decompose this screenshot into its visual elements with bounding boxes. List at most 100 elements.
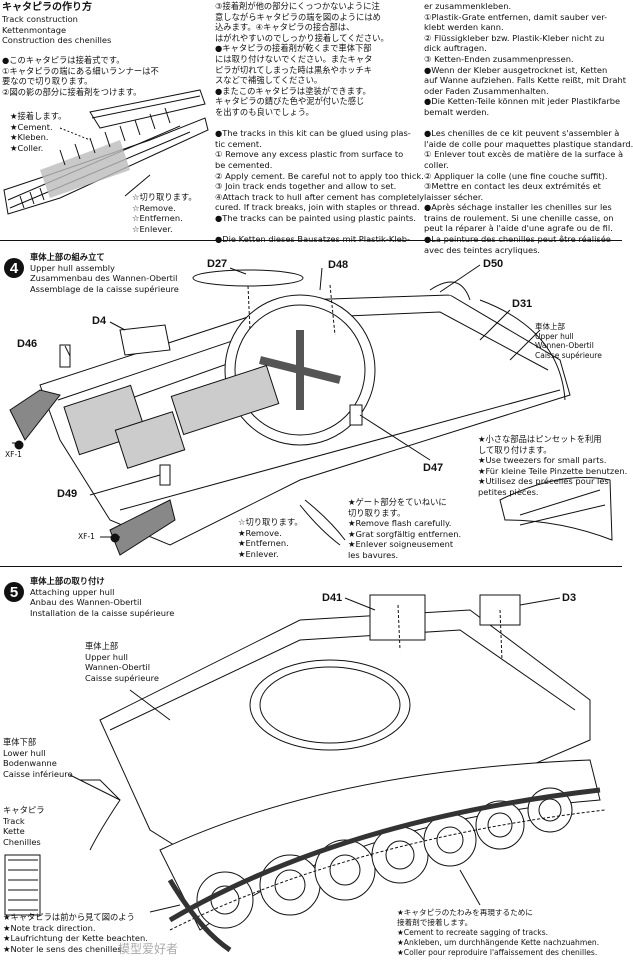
- step4-number: 4: [4, 258, 24, 278]
- label-line: Wannen-Obertil: [535, 341, 594, 350]
- label-line: キャタピラ: [3, 805, 45, 815]
- label-line: Kette: [3, 826, 25, 837]
- text-line: ③Mettre en contact les deux extrémités e…: [424, 181, 601, 192]
- text-line: ●Wenn der Kleber ausgetrocknet ist, Kett…: [424, 64, 608, 75]
- note-line: ②図の影の部分に接着剤をつけます。: [2, 86, 142, 97]
- step5-note-sagging: ★キャタピラのたわみを再現するために 接着剤で接着します。 ★Cement to…: [397, 908, 621, 958]
- callout-line: ★Remove flash carefully.: [348, 518, 452, 529]
- step4-hull-label: 車体上部 Upper hull Wannen-Obertil Caisse su…: [535, 322, 602, 360]
- text-line: ●The tracks in this kit can be glued usi…: [215, 128, 411, 139]
- part-label-d50: D50: [483, 258, 504, 270]
- track-col2: ③接着剤が他の部分にくっつかないように注意しながらキャタピラの端を図のようにはめ…: [215, 1, 425, 245]
- text-line: キャタピラの錆びた色や泥が付いた感じ: [215, 96, 365, 107]
- text-line: ③接着剤が他の部分にくっつかないように注: [215, 1, 380, 11]
- text-line: を出すのも良いでしょう。: [215, 106, 314, 117]
- text-line: klebt werden kann.: [424, 22, 504, 33]
- note-line: ●このキャタピラは接着式です。: [2, 55, 125, 65]
- label-line: 車体上部: [535, 322, 565, 331]
- callout-line: ★小さな部品はピンセットを利用: [478, 434, 602, 444]
- text-line: ② Flüssigkleber bzw. Plastik-Kleber nich…: [424, 32, 605, 43]
- text-line: ① Remove any excess plastic from surface…: [215, 149, 404, 160]
- text-line: ③ Ketten-Enden zusammenpressen.: [424, 53, 574, 64]
- note-line: ★Laufrichtung der Kette beachten.: [3, 933, 148, 944]
- callout-line: ★Use tweezers for small parts.: [478, 455, 607, 466]
- callout-line: ★Enlever soigneusement: [348, 539, 454, 550]
- text-line: 意しながらキャタピラの端を図のようにはめ: [215, 11, 381, 22]
- text-line: ③ Join track ends together and allow to …: [215, 181, 397, 192]
- track-jp-notes: ●このキャタピラは接着式です。 ①キャタピラの端にある細いランナーは不 要なので…: [2, 55, 159, 97]
- text-line: ④Attach track to hull after cement has c…: [215, 191, 425, 202]
- text-line: スなどで補強してください。: [215, 75, 323, 86]
- part-label-d3: D3: [562, 592, 577, 604]
- step5-note-direction: ★キャタピラは前から見て図のよう ★Note track direction. …: [3, 912, 148, 954]
- text-line: ●La peinture des chenilles peut être réa…: [424, 234, 611, 245]
- callout-line: ☆Enlever.: [132, 223, 173, 234]
- callout-line: ★ゲート部分をていねいに: [348, 497, 447, 507]
- part-label-d27: D27: [207, 258, 228, 270]
- step5-upper-hull-label: 車体上部 Upper hull Wannen-Obertil Caisse su…: [85, 641, 159, 683]
- callout-line: ★Grat sorgfältig entfernen.: [348, 528, 462, 539]
- hull-attach-drawing: [4, 594, 606, 953]
- step5-track-label: キャタピラ Track Kette Chenilles: [3, 805, 45, 847]
- text-line: ①Plastik-Grate entfernen, damit sauber v…: [424, 11, 608, 22]
- step5-lower-hull-label: 車体下部 Lower hull Bodenwanne Caisse inféri…: [3, 737, 73, 779]
- title-fr: Installation de la caisse supérieure: [30, 607, 175, 618]
- label-line: 車体上部: [85, 641, 119, 651]
- title-fr: Construction des chenilles: [2, 35, 112, 46]
- divider-1: [0, 240, 622, 241]
- part-label-d49: D49: [57, 488, 78, 500]
- paint-code-xf1: XF-1: [5, 450, 22, 459]
- note-line: ★Ankleben, um durchhängende Kette nachzu…: [397, 938, 600, 947]
- text-line: bemalt werden.: [424, 106, 490, 117]
- callout-line: les bavures.: [348, 549, 399, 560]
- label-line: Bodenwanne: [3, 758, 57, 769]
- text-line: coller.: [424, 159, 449, 170]
- text-line: auf Wanne aufziehen. Falls Kette reißt, …: [424, 75, 626, 86]
- text-line: 込みます。④キャタピラの接合部は、: [215, 22, 355, 33]
- callout-line: して取り付けます。: [478, 444, 552, 455]
- label-line: Caisse supérieure: [85, 672, 159, 683]
- callout-line: ★Kleben.: [10, 132, 49, 143]
- text-line: ●Die Ketten dieses Bausatzes mit Plastik…: [215, 234, 410, 245]
- note-line: ★Coller pour reproduire l'affaissement d…: [397, 948, 598, 957]
- divider-2: [0, 566, 622, 567]
- text-line: ピラが切れてしまった時は黒糸やホッチキ: [215, 64, 373, 75]
- text-line: ●Die Ketten-Teile können mit jeder Plast…: [424, 96, 621, 107]
- text-line: be cemented.: [215, 159, 273, 170]
- callout-line: ★Remove.: [238, 527, 282, 538]
- text-line: ② Apply cement. Be careful not to apply …: [215, 170, 424, 181]
- title-en: Upper hull assembly: [30, 262, 115, 273]
- title-de: Kettenmontage: [2, 24, 67, 35]
- text-line: oder Faden Zusammenhalten.: [424, 85, 549, 96]
- text-line: er zusammenkleben.: [424, 1, 512, 11]
- text-line: dick auftragen.: [424, 43, 487, 54]
- title-de: Zusammenbau des Wannen-Obertil: [30, 273, 178, 284]
- upper-hull-drawing: [9, 269, 613, 556]
- text-line: ●Après séchage installer les chenilles s…: [424, 202, 612, 213]
- step5-number: 5: [4, 582, 24, 602]
- step4-title: 車体上部の組み立て Upper hull assembly Zusammenba…: [30, 252, 179, 294]
- title-jp: 車体上部の組み立て: [30, 252, 105, 262]
- text-line: ●Les chenilles de ce kit peuvent s'assem…: [424, 128, 620, 139]
- part-label-d48: D48: [328, 259, 349, 271]
- text-line: tic cement.: [215, 138, 262, 149]
- step4-callout-tweezers: ★小さな部品はピンセットを利用 して取り付けます。 ★Use tweezers …: [478, 434, 627, 498]
- title-en: Attaching upper hull: [30, 586, 115, 597]
- text-line: ●またこのキャタピラは塗装ができます。: [215, 85, 371, 96]
- callout-line: ☆切り取ります。: [132, 192, 197, 202]
- text-line: ② Appliquer la colle (une fine couche su…: [424, 170, 608, 181]
- text-line: avec des teintes acryliques.: [424, 244, 541, 255]
- label-line: Upper hull: [535, 331, 574, 341]
- text-line: には取り付けないでください。またキャタ: [215, 53, 373, 64]
- label-line: Track: [3, 815, 25, 826]
- text-line: laisser sécher.: [424, 191, 484, 202]
- note-line: ①キャタピラの端にある細いランナーは不: [2, 65, 159, 76]
- title-fr: Assemblage de la caisse supérieure: [30, 283, 179, 294]
- step5-title: 車体上部の取り付け Attaching upper hull Anbau des…: [30, 576, 174, 618]
- callout-line: ★Enlever.: [238, 548, 279, 559]
- title-en: Track construction: [2, 14, 78, 24]
- note-line: ★Note track direction.: [3, 922, 96, 933]
- part-label-d41: D41: [322, 592, 343, 604]
- watermark: 模型爱好者: [118, 942, 179, 956]
- note-line: ★キャタピラのたわみを再現するために: [397, 908, 533, 917]
